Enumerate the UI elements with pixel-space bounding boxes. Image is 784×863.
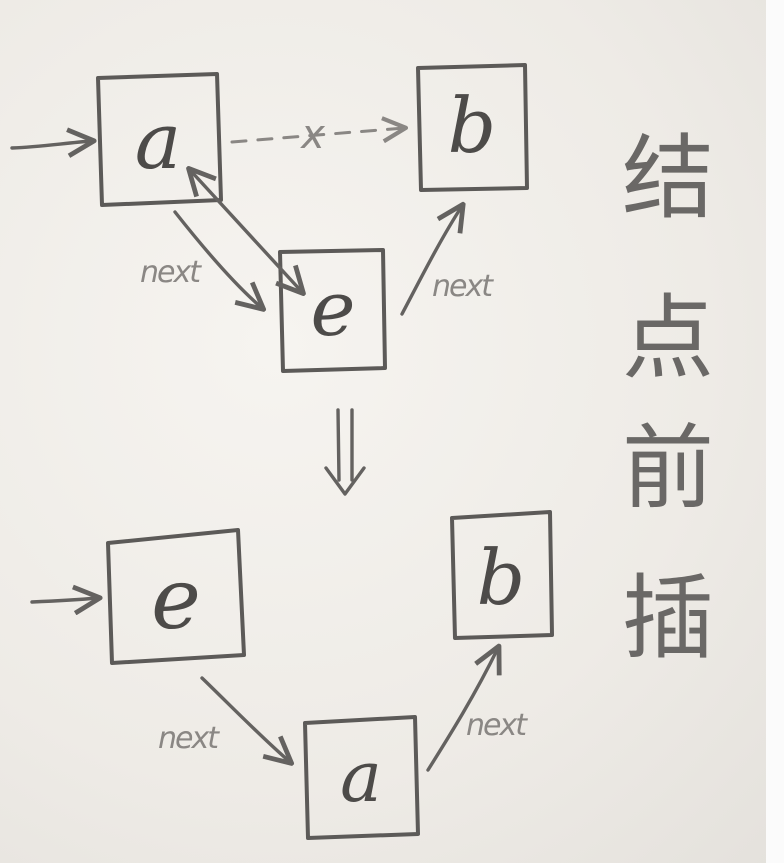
- node-label: b: [477, 533, 526, 622]
- broken-link-arrow: [230, 128, 404, 144]
- after-diagram: e b a next next: [30, 510, 554, 840]
- edge-label-next: next: [140, 255, 202, 290]
- node-b-before: b: [416, 63, 529, 192]
- before-diagram: a b e x next next: [10, 63, 529, 373]
- node-box: [303, 715, 420, 840]
- node-box: [106, 528, 246, 665]
- page-edge: [766, 0, 784, 863]
- node-e-after: e: [106, 528, 246, 665]
- node-label: b: [448, 81, 497, 170]
- next-arrow-e-to-a: [200, 676, 290, 762]
- transform-arrow-shaft-left: [336, 408, 341, 482]
- next-arrow-a-to-b: [426, 648, 498, 772]
- node-box: [416, 63, 529, 192]
- head-pointer-arrow: [30, 598, 98, 602]
- node-box: [450, 510, 554, 640]
- node-label: e: [311, 264, 356, 353]
- transform-arrow-head: [324, 466, 366, 496]
- node-box: [278, 248, 387, 373]
- node-a-after: a: [303, 715, 420, 840]
- node-e-before: e: [278, 248, 387, 373]
- transform-arrow: [324, 408, 366, 496]
- node-label: a: [340, 736, 382, 818]
- a-e-double-arrow: [190, 170, 302, 292]
- edge-label-next: next: [466, 708, 528, 743]
- node-label: a: [135, 97, 182, 187]
- title-char: 插: [622, 565, 714, 672]
- next-arrow-e-to-b: [400, 206, 462, 316]
- vertical-title: 结 点 前 插: [622, 125, 714, 672]
- cut-mark: x: [299, 112, 325, 158]
- head-pointer-arrow: [10, 141, 92, 148]
- edge-label-next: next: [432, 269, 494, 304]
- next-arrow-a-to-e: [173, 210, 262, 308]
- edge-label-next: next: [158, 721, 220, 756]
- node-label: e: [151, 550, 201, 648]
- title-char: 点: [622, 285, 714, 392]
- title-char: 结: [622, 125, 714, 232]
- node-b-after: b: [450, 510, 554, 640]
- title-char: 前: [622, 415, 714, 522]
